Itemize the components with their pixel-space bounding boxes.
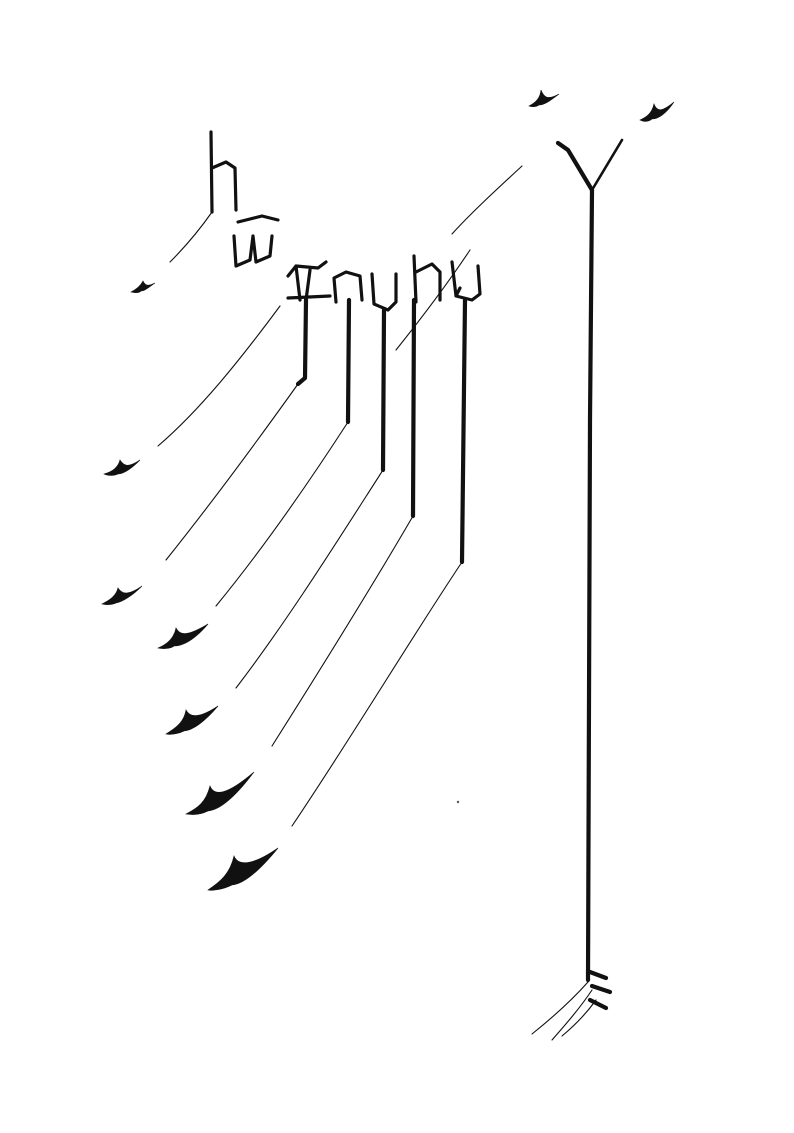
birds — [101, 89, 675, 891]
glyph-v — [370, 272, 398, 312]
bird-icon — [157, 623, 209, 649]
glyph-w — [232, 214, 280, 268]
bird-icon — [103, 459, 141, 476]
trail-lines — [157, 165, 523, 827]
glyph-final — [450, 260, 482, 302]
bird-icon — [130, 280, 156, 293]
y-tree-stroke — [531, 138, 624, 1041]
bird-icon — [528, 89, 560, 107]
bird-icon — [185, 771, 255, 815]
glyph-ascender — [209, 130, 238, 214]
bird-icon — [101, 585, 143, 605]
bird-icon — [207, 847, 279, 891]
bird-icon — [639, 101, 675, 122]
glyph-flag — [286, 260, 332, 302]
calligraphy-glyphs — [209, 130, 482, 312]
glyph-h — [412, 254, 442, 304]
glyph-r — [332, 270, 364, 304]
bird-icon — [165, 705, 219, 735]
ink-speck — [456, 800, 460, 804]
descender-strokes — [295, 297, 468, 565]
